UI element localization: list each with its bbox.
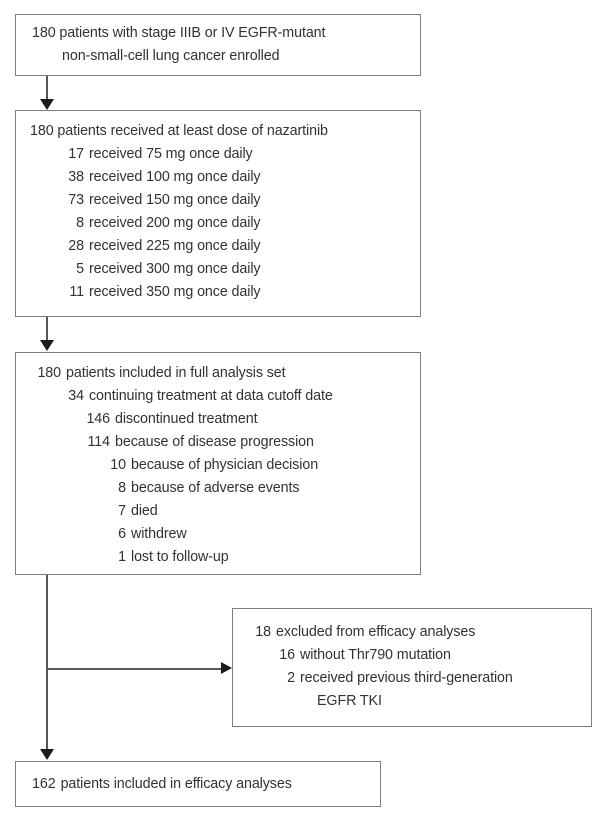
connector-dosing-to-fas [46,317,48,343]
box-enrolled: 180 patients with stage IIIB or IV EGFR-… [15,14,421,76]
box-enrolled-text: 180 patients with stage IIIB or IV EGFR-… [16,15,420,68]
enrolled-line-1: 180 patients with stage IIIB or IV EGFR-… [32,25,326,41]
arrow-down-icon [40,340,54,351]
connector-fas-to-excluded [46,668,223,670]
arrow-right-icon [221,662,232,674]
enrolled-line-2: non-small-cell lung cancer enrolled [62,48,280,64]
connector-enrolled-to-dosing [46,76,48,102]
dosing-header: 180 patients received at least dose of n… [30,123,328,139]
box-dosing: 180 patients received at least dose of n… [15,110,421,317]
arrow-down-icon [40,99,54,110]
excluded-row-continuation: EGFR TKI [317,693,382,709]
box-dosing-text: 180 patients received at least dose of n… [16,111,420,304]
arrow-down-icon [40,749,54,760]
connector-fas-to-efficacy [46,575,48,752]
